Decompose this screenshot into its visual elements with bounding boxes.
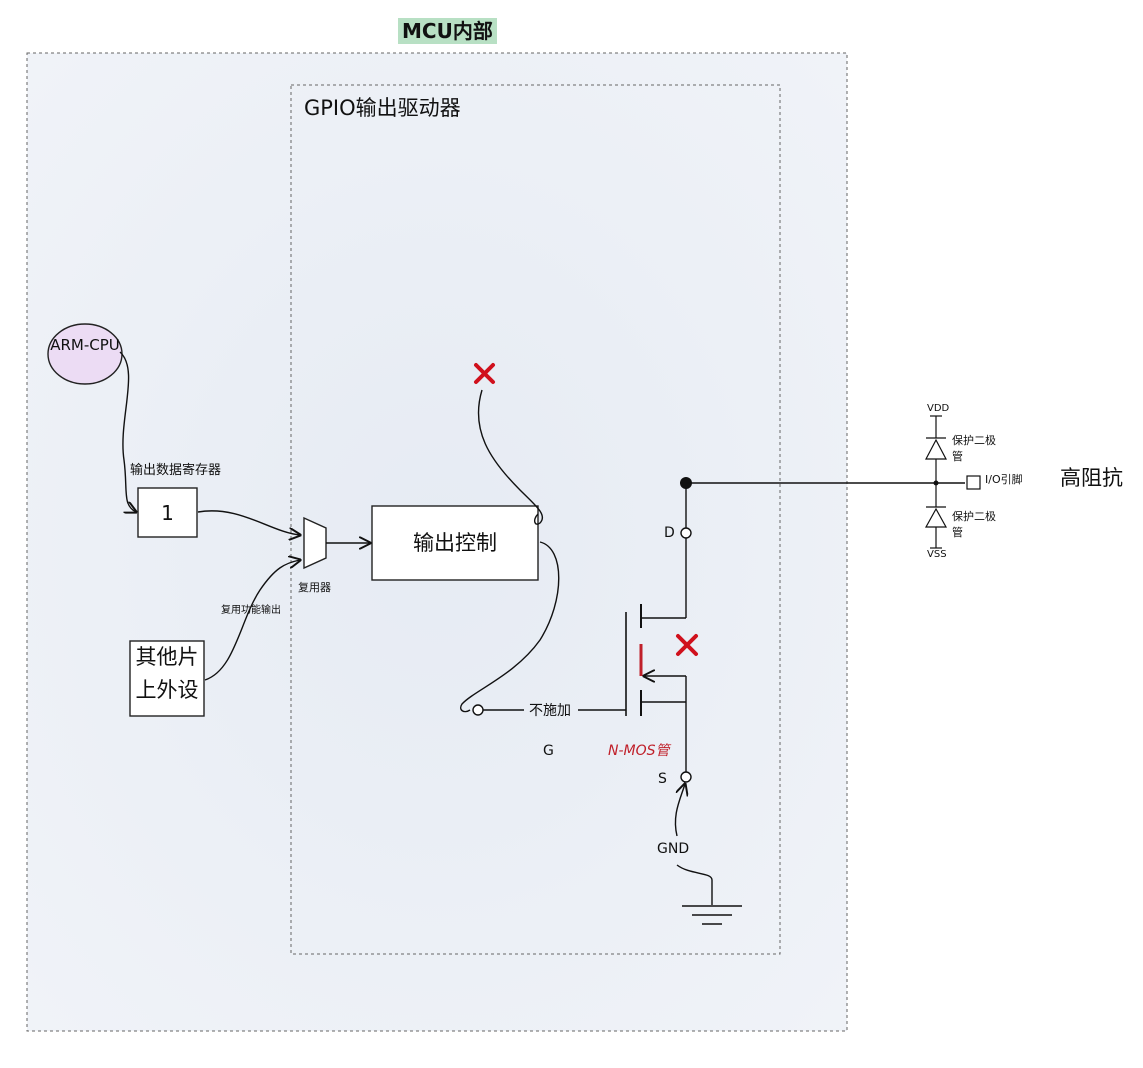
cpu-to-register-wire bbox=[119, 351, 136, 512]
gpio-driver-boundary bbox=[290, 84, 781, 955]
drain-label: D bbox=[664, 525, 675, 541]
gate-terminal bbox=[472, 704, 484, 716]
alt-function-label: 复用功能输出 bbox=[221, 605, 281, 616]
gate-drive-label: 不施加 bbox=[529, 703, 571, 719]
gnd-wire bbox=[676, 864, 713, 905]
register-label: 输出数据寄存器 bbox=[130, 463, 222, 478]
diode-icon bbox=[924, 506, 948, 528]
source-terminal bbox=[680, 771, 692, 783]
gate-label: G bbox=[543, 743, 554, 759]
source-label: S bbox=[658, 771, 667, 787]
output-control-label: 输出控制 bbox=[413, 530, 497, 555]
high-impedance-label: 高阻抗 bbox=[1060, 466, 1123, 490]
gnd-to-source-wire bbox=[674, 784, 685, 837]
peripheral-box bbox=[129, 640, 205, 717]
vss-label: VSS bbox=[927, 549, 947, 560]
io-pin bbox=[966, 475, 981, 490]
peripheral-to-mux-wire bbox=[204, 560, 300, 681]
control-to-gate-wire bbox=[460, 541, 560, 713]
gnd-label: GND bbox=[657, 841, 690, 857]
cpu-label: ARM-CPU bbox=[50, 336, 120, 354]
lower-diode-label: 保护二极管 bbox=[952, 510, 996, 539]
cross-mark-icon bbox=[676, 634, 698, 656]
diode-junction bbox=[933, 480, 939, 486]
cross-mark-icon bbox=[474, 363, 495, 384]
output-control-box bbox=[371, 505, 539, 581]
drain-terminal bbox=[680, 527, 692, 539]
register-to-mux-wire bbox=[197, 510, 300, 535]
register-value: 1 bbox=[161, 500, 174, 525]
mux-label: 复用器 bbox=[298, 581, 331, 594]
upper-diode-label: 保护二极管 bbox=[952, 434, 996, 463]
multiplexer bbox=[303, 516, 327, 570]
mcu-title: MCU内部 bbox=[398, 18, 497, 44]
vdd-label: VDD bbox=[927, 403, 950, 414]
peripheral-label: 其他片上外设 bbox=[135, 645, 199, 702]
nmos-type-label: N-MOS管 bbox=[608, 743, 670, 759]
output-data-register bbox=[137, 487, 198, 538]
ground-symbol-icon bbox=[682, 905, 742, 925]
p-mos-disabled-wire bbox=[477, 389, 544, 525]
gpio-driver-title: GPIO输出驱动器 bbox=[304, 96, 461, 120]
io-pin-label: I/O引脚 bbox=[985, 473, 1023, 486]
diode-icon bbox=[925, 437, 947, 460]
